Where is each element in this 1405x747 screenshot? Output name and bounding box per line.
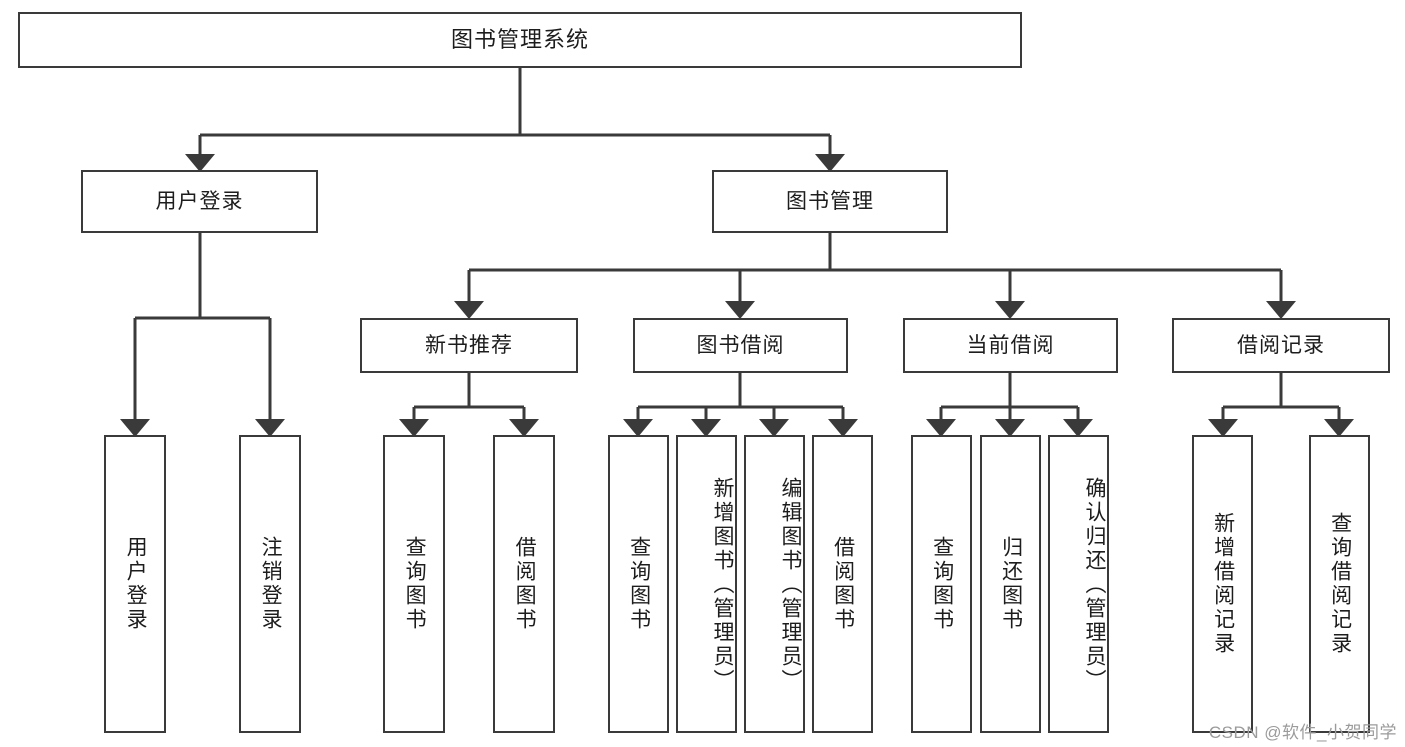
node-leaf-borrow-book-2-label: 借阅图书 [831, 536, 855, 632]
node-root[interactable]: 图书管理系统 [18, 12, 1022, 68]
node-leaf-confirm-return-label: 确认归还（管理员） [1083, 477, 1106, 693]
node-current-borrow-label: 当前借阅 [966, 333, 1055, 357]
node-book-manage-label: 图书管理 [786, 189, 874, 213]
node-leaf-query-book-2[interactable]: 查询图书 [608, 435, 669, 733]
node-new-book-recommend[interactable]: 新书推荐 [360, 318, 578, 373]
node-leaf-add-record[interactable]: 新增借阅记录 [1192, 435, 1253, 733]
node-leaf-user-login-label: 用户登录 [124, 536, 148, 632]
node-root-label: 图书管理系统 [450, 26, 589, 52]
node-leaf-borrow-book-1[interactable]: 借阅图书 [493, 435, 555, 733]
node-leaf-query-record-label: 查询借阅记录 [1328, 512, 1352, 656]
node-leaf-user-logout[interactable]: 注销登录 [239, 435, 301, 733]
node-leaf-edit-book[interactable]: 编辑图书（管理员） [744, 435, 805, 733]
node-book-borrow-label: 图书借阅 [696, 333, 785, 357]
node-leaf-query-book-1-label: 查询图书 [403, 536, 427, 632]
node-leaf-borrow-book-1-label: 借阅图书 [513, 536, 537, 632]
node-borrow-record[interactable]: 借阅记录 [1172, 318, 1390, 373]
node-leaf-query-book-3-label: 查询图书 [930, 536, 954, 632]
node-leaf-return-book-label: 归还图书 [999, 536, 1023, 632]
node-leaf-add-book-label: 新增图书（管理员） [711, 477, 734, 693]
node-leaf-borrow-book-2[interactable]: 借阅图书 [812, 435, 873, 733]
node-leaf-return-book[interactable]: 归还图书 [980, 435, 1041, 733]
node-leaf-confirm-return[interactable]: 确认归还（管理员） [1048, 435, 1109, 733]
csdn-watermark: CSDN @软件_小贺同学 [1208, 723, 1397, 742]
node-user-login[interactable]: 用户登录 [81, 170, 318, 233]
node-leaf-query-record[interactable]: 查询借阅记录 [1309, 435, 1370, 733]
node-borrow-record-label: 借阅记录 [1237, 333, 1325, 357]
node-leaf-query-book-3[interactable]: 查询图书 [911, 435, 972, 733]
node-current-borrow[interactable]: 当前借阅 [903, 318, 1118, 373]
node-new-book-recommend-label: 新书推荐 [425, 333, 513, 357]
node-leaf-user-login[interactable]: 用户登录 [104, 435, 166, 733]
node-leaf-query-book-2-label: 查询图书 [627, 536, 651, 632]
node-user-login-label: 用户登录 [155, 189, 244, 213]
node-book-manage[interactable]: 图书管理 [712, 170, 948, 233]
node-leaf-add-book[interactable]: 新增图书（管理员） [676, 435, 737, 733]
node-leaf-edit-book-label: 编辑图书（管理员） [779, 477, 802, 693]
node-leaf-query-book-1[interactable]: 查询图书 [383, 435, 445, 733]
node-leaf-user-logout-label: 注销登录 [259, 536, 283, 632]
node-leaf-add-record-label: 新增借阅记录 [1211, 512, 1235, 656]
node-book-borrow[interactable]: 图书借阅 [633, 318, 848, 373]
